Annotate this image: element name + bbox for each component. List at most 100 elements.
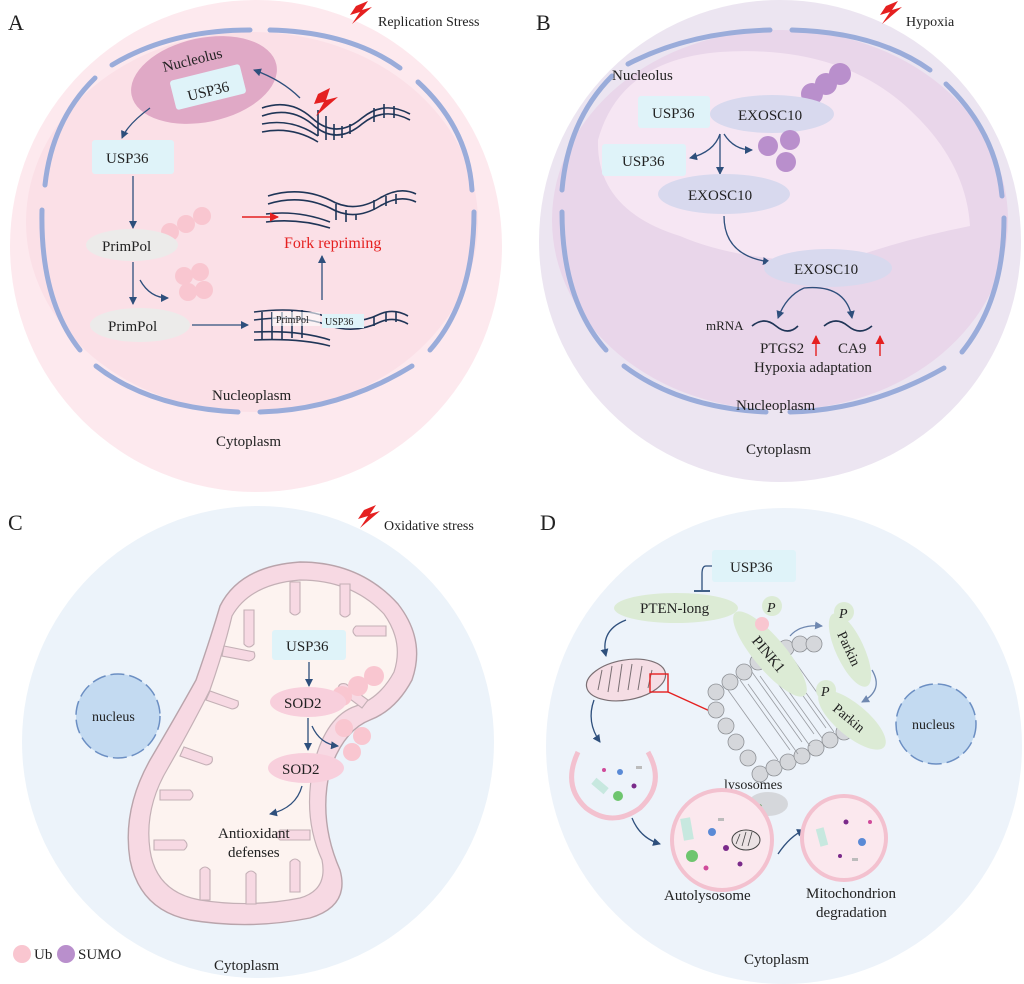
nucleoplasm-label-b: Nucleoplasm [736,398,815,414]
pink1-phospho [762,596,782,616]
ub-chain-top-a [161,207,211,241]
exosc10-label-mid-b: EXOSC10 [688,188,752,204]
nucleus-label-d: nucleus [912,718,955,733]
panel-letter-b: B [536,10,551,35]
usp36-box-complex-b [638,96,710,128]
arrow-exosc10-out [723,215,771,266]
nucleus-c [75,673,161,759]
arrow-ub-release [139,279,169,302]
primpol-label-top-a: PrimPol [102,239,151,255]
cytoplasm-label-c: Cytoplasm [214,958,279,974]
pink1-ub-dot [755,617,769,631]
usp36-box-nucleolar-a [170,64,246,110]
lightning-icon [358,505,380,528]
fork-usp36-label: USP36 [325,317,353,328]
primpol-bottom-a [90,308,190,342]
cytoplasm-label-d: Cytoplasm [744,952,809,968]
arrow-nucleolus-to-usp36 [121,107,151,139]
lightning-icon [350,1,372,24]
hypoxia-adaptation-label: Hypoxia adaptation [754,360,872,376]
phagophore [569,750,658,821]
pink1-d [733,611,807,697]
antioxidant-label-line1: Antioxidant [218,826,290,842]
nucleolus-label-b: Nucleolus [612,68,673,84]
parkin-top-phospho [834,602,854,622]
exosc10-mid-b [658,174,790,214]
pten-long-label: PTEN-long [640,601,710,617]
mito-cristae-d [597,663,653,693]
exosc10-out-b [764,249,892,287]
autolysosome [670,788,774,892]
usp36-label-complex-b: USP36 [652,106,695,122]
arrow-to-phagophore [590,699,601,743]
zoom-box [649,673,669,693]
parkin-bottom-phospho [816,680,836,700]
exosc10-label-out-b: EXOSC10 [794,262,858,278]
mitochondrion-inner [148,579,398,905]
arrow-to-usp36-free [689,133,721,161]
fork-primpol-label: PrimPol [276,315,309,326]
degradation-vesicle [800,794,888,882]
nuclear-envelope-a [39,27,477,415]
usp36-box-d [712,550,796,582]
stress-label-b: Hypoxia [906,15,955,30]
arrow-pink1-to-parkin [789,621,823,637]
usp36-label-d: USP36 [730,560,773,576]
primpol-top-a [86,229,178,261]
sod2-top-c [270,687,346,717]
arrow-to-autolysosome [631,817,661,846]
arrow-to-sumo-release [723,133,753,154]
nucleoplasm-label-a: Nucleoplasm [212,388,291,404]
legend-ub-swatch [13,945,31,963]
pink1-p-label: P [766,601,776,616]
autolysosome-contents [680,817,761,871]
mito-degradation-line1: Mitochondrion [806,886,896,902]
arc-arrow-ca9 [803,286,855,319]
fork-repriming-label: Fork repriming [284,235,381,252]
sod2-label-bottom-c: SOD2 [282,762,320,778]
mrna-ca9-strand [823,320,873,332]
lightning-icon [880,1,902,24]
ca9-label: CA9 [838,341,866,357]
mitochondrion-small-d [585,658,667,702]
panel-a: A Replication Stress Nucleolus USP36 USP… [8,0,502,492]
usp36-label-c: USP36 [286,639,329,655]
degradation-contents [815,819,872,861]
damaged-dna-a [261,103,411,143]
autolysosome-label: Autolysosome [664,888,751,904]
arrow-ub-release-c [311,725,339,750]
legend-ub-label: Ub [34,947,52,963]
mito-degradation-line2: degradation [816,905,887,921]
dna-damage-lightning-icon [314,88,338,116]
exosc10-complex-b [710,95,834,133]
panel-c: C Oxidative stress nucleus USP [8,505,494,978]
stress-label-c: Oxidative stress [384,519,474,534]
mrna-label-b: mRNA [706,318,744,333]
sumo-chain-released-b [758,130,800,172]
inhibit-usp36-pten [701,565,712,590]
parkin-bottom-p-label: P [820,685,830,700]
arrow-to-antioxidant [269,785,303,817]
nucleus-label-c: nucleus [92,710,135,725]
usp36-box-free-b [602,144,686,176]
ub-chain-released-a [175,263,213,301]
usp36-label-free-b: USP36 [622,154,665,170]
antioxidant-label-line2: defenses [228,845,280,861]
pten-long-d [614,593,738,623]
cell-d [546,508,1022,984]
lysosomes-label: lysosomes [724,778,782,793]
legend-sumo-label: SUMO [78,947,122,963]
usp36-box-a [92,140,174,174]
mrna-ptgs2-strand [751,320,799,332]
ub-chain-released-c [335,719,371,761]
cytoplasm-label-b: Cytoplasm [746,442,811,458]
arrow-dna-to-nucleolus [253,68,301,99]
sod2-bottom-c [268,753,344,783]
panel-letter-a: A [8,10,24,35]
stress-label-a: Replication Stress [378,15,480,30]
sod2-label-top-c: SOD2 [284,696,322,712]
ptgs2-label: PTGS2 [760,341,804,357]
fork-primpol-tag [272,312,320,326]
panel-b: B Hypoxia Nucleolus EXOSC10 USP36 USP36 … [536,0,1021,482]
